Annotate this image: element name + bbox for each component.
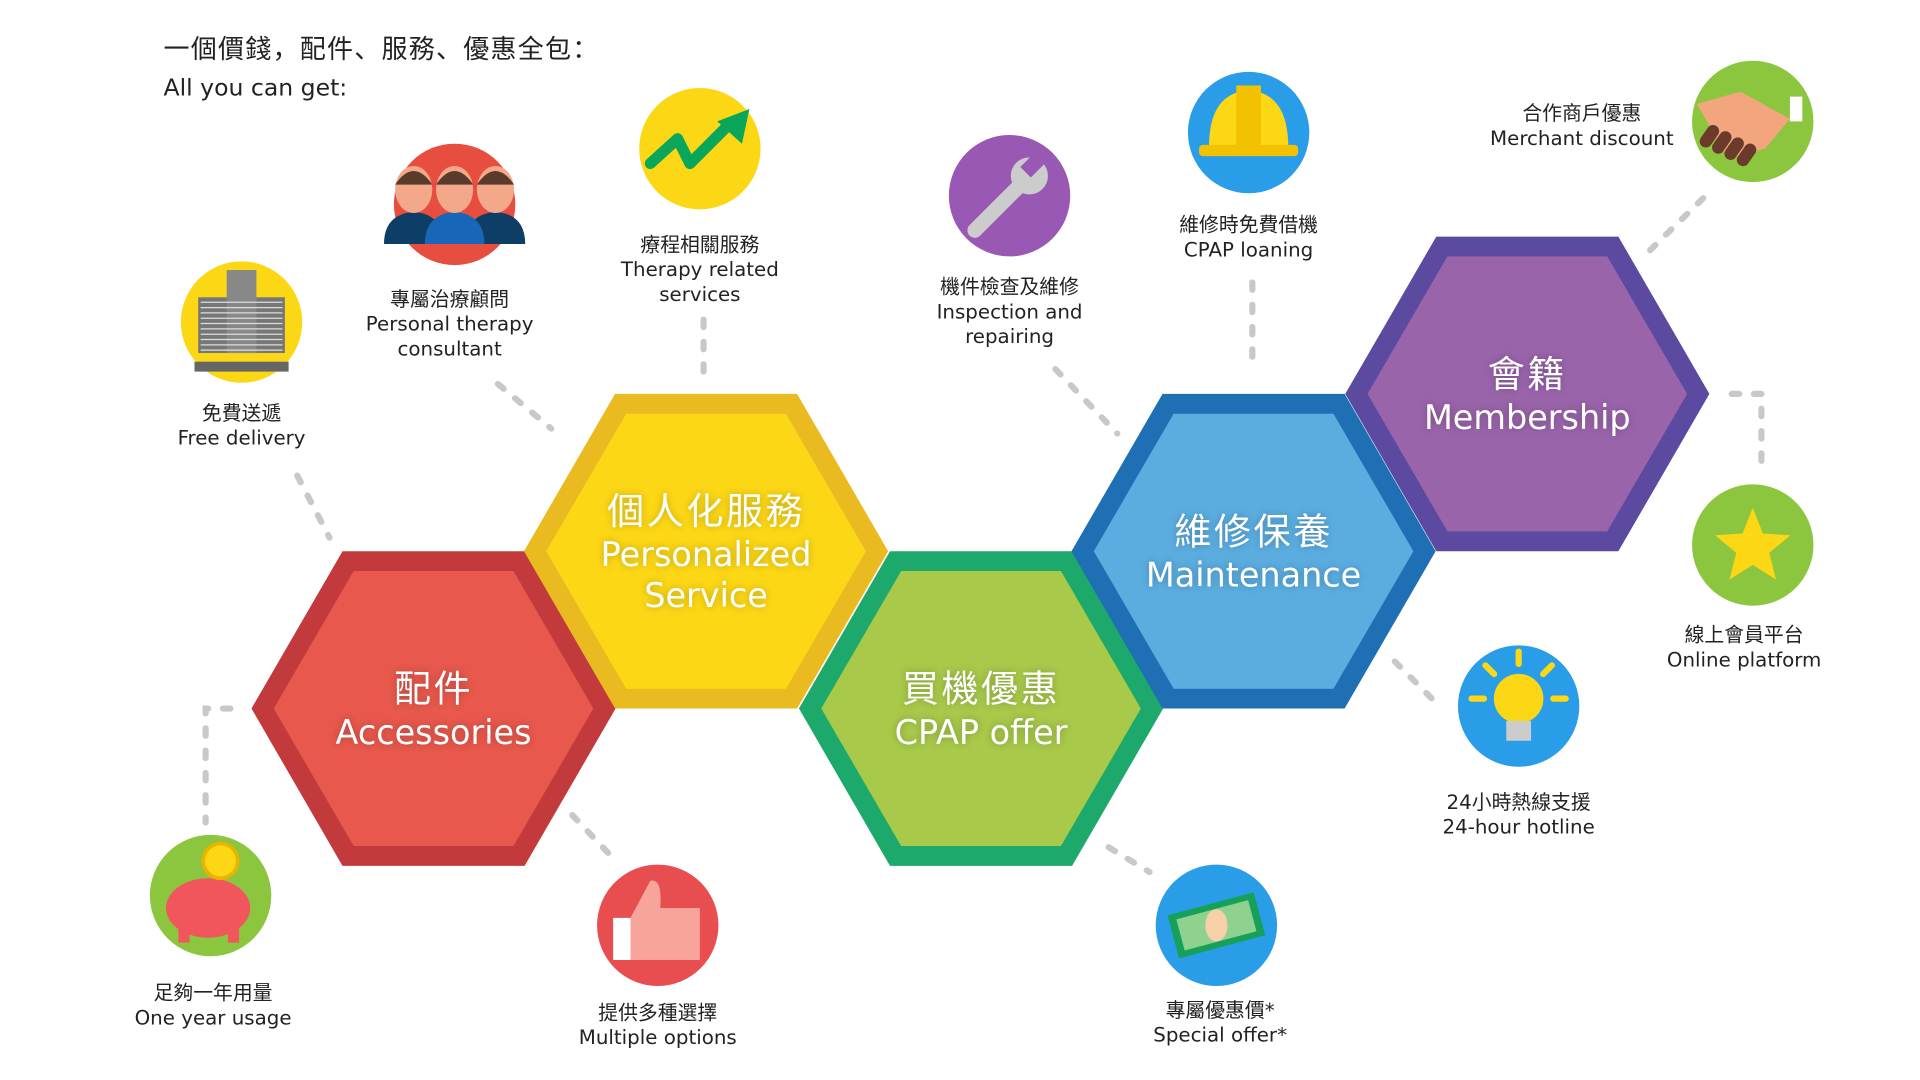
- item-label-en: Therapy related: [620, 257, 779, 282]
- hexagon-title-en: Maintenance: [1145, 556, 1362, 596]
- page-subtitle: All you can get:: [163, 74, 348, 102]
- item-label-zh: 線上會員平台: [1684, 623, 1804, 647]
- item-label-en: Special offer*: [1153, 1023, 1287, 1047]
- hexagon-title-zh: 配件: [393, 668, 474, 712]
- item-label-money: 專屬優惠價*Special offer*: [1153, 998, 1287, 1048]
- hexagon-accessories: [251, 551, 616, 866]
- hexagon-title-en: Personalized: [600, 536, 812, 575]
- item-label-en: Inspection and: [936, 299, 1083, 324]
- hexagon-personalized-service: [523, 393, 889, 709]
- lightbulb-icon: [1457, 645, 1580, 767]
- item-label-zh: 提供多種選擇: [598, 1000, 718, 1025]
- item-label-en-2: services: [659, 282, 741, 306]
- hexagon-cpap-offer: [798, 551, 1164, 866]
- connector-one-year: [202, 705, 234, 826]
- item-label-en: Merchant discount: [1490, 126, 1674, 150]
- item-label-en: Personal therapy: [365, 312, 534, 336]
- hard-hat-icon: [1187, 71, 1310, 194]
- connectors: [202, 195, 1765, 876]
- connector-merchant: [1641, 195, 1707, 259]
- wrench-icon: [948, 135, 1071, 257]
- item-label-en: Multiple options: [578, 1025, 737, 1050]
- connector-multiple: [569, 811, 620, 866]
- item-label-en-2: repairing: [965, 324, 1055, 349]
- item-label-en: Free delivery: [177, 426, 306, 450]
- connector-online: [1728, 390, 1765, 472]
- item-label-zh: 足夠一年用量: [153, 981, 273, 1005]
- item-label-en-2: consultant: [397, 336, 502, 361]
- hexagon-title-en: Accessories: [335, 714, 532, 753]
- page-title: 一個價錢，配件、服務、優惠全包：: [163, 34, 600, 65]
- item-label-zh: 療程相關服務: [640, 232, 760, 257]
- hexagon-title-zh: 維修保養: [1174, 510, 1333, 555]
- item-label-zh: 機件檢查及維修: [940, 274, 1079, 299]
- hexagon-title-zh: 會籍: [1487, 353, 1567, 398]
- item-label-en: One year usage: [134, 1005, 292, 1030]
- connector-free-delivery: [294, 472, 333, 541]
- hexagon-title-en: CPAP offer: [894, 714, 1068, 753]
- piggy-bank-icon: [149, 834, 272, 957]
- item-label-zh: 合作商戶優惠: [1522, 101, 1642, 126]
- trend-arrow-icon: [639, 87, 761, 210]
- thumbs-up-icon: [597, 864, 719, 987]
- item-label-zh: 專屬優惠價*: [1165, 998, 1275, 1022]
- money-icon: [1155, 864, 1278, 987]
- star-icon: [1692, 484, 1814, 606]
- item-label-zh: 維修時免費借機: [1179, 213, 1318, 237]
- hexagon-title-en-2: Service: [644, 577, 768, 616]
- connector-hotline: [1391, 658, 1443, 710]
- hexagon-title-zh: 個人化服務: [606, 490, 806, 534]
- connector-consultant: [494, 380, 555, 432]
- handshake-icon: [1692, 60, 1814, 183]
- hexagon-title-zh: 買機優惠: [901, 668, 1061, 712]
- item-label-zh: 24小時熱線支援: [1446, 790, 1591, 814]
- hexagon-maintenance: [1071, 393, 1436, 709]
- team-icon: [383, 143, 526, 266]
- item-label-zh: 免費送遞: [201, 401, 282, 425]
- connector-inspection: [1052, 366, 1121, 437]
- item-label-en: Online platform: [1666, 647, 1822, 672]
- item-label-zh: 專屬治療顧問: [390, 287, 510, 311]
- hexagon-membership: [1345, 236, 1710, 552]
- building-icon: [180, 261, 303, 383]
- item-label-en: 24-hour hotline: [1442, 815, 1595, 839]
- connector-special: [1105, 844, 1153, 876]
- item-label-en: CPAP loaning: [1183, 237, 1314, 262]
- hexagon-title-en: Membership: [1423, 399, 1631, 438]
